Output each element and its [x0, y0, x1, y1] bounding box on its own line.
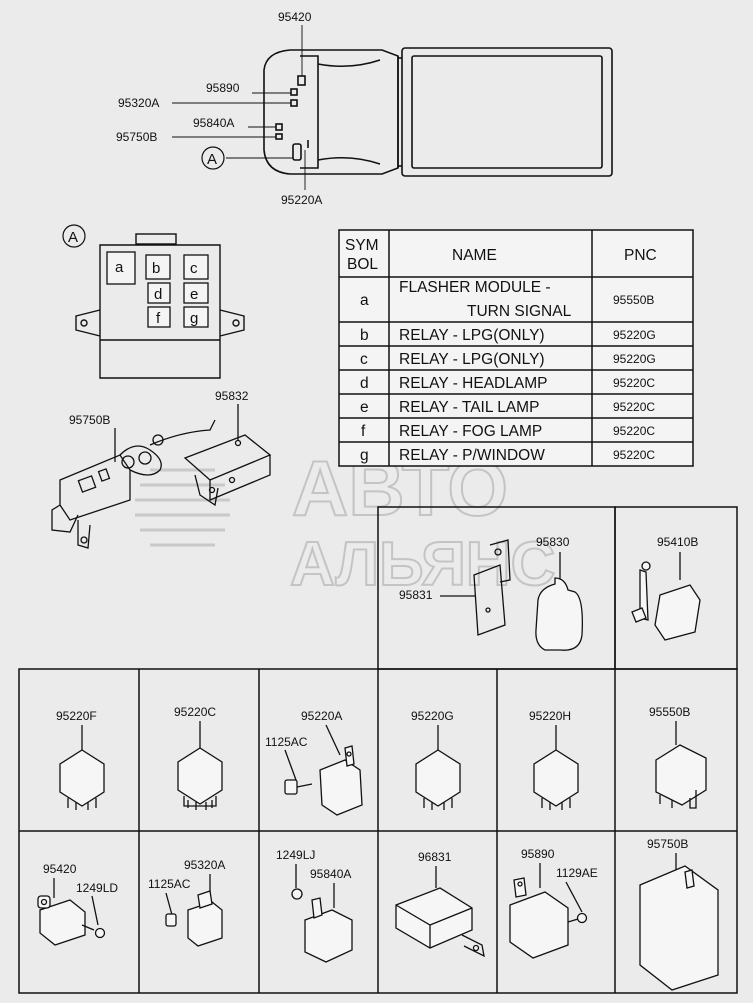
table-row-a-name-2: TURN SIGNAL: [467, 303, 572, 320]
relay-95890-drawing: [509, 863, 588, 959]
relay-95220h-drawing: [533, 725, 579, 810]
callout-95220g: 95220G: [411, 709, 454, 723]
relay-95550b-drawing: [655, 721, 707, 809]
callout-95830: 95830: [536, 535, 570, 549]
callout-95410b: 95410B: [657, 535, 698, 549]
callout-mid-95832: 95832: [215, 389, 249, 403]
watermark-line2: АЛЬЯНС: [290, 530, 555, 599]
table-row-e-name: RELAY - TAIL LAMP: [399, 399, 539, 416]
symbol-table: [338, 229, 694, 467]
callout-95220a: 95220A: [301, 709, 342, 723]
table-row-e-symbol: e: [360, 399, 369, 416]
slot-a-box: [106, 251, 136, 285]
watermark: АВТО АЛЬЯНС: [135, 443, 556, 600]
slot-d-box: [147, 282, 171, 304]
table-row-c-pnc: 95220G: [613, 352, 656, 366]
callout-1249lj: 1249LJ: [276, 848, 315, 862]
table-row-d-name: RELAY - HEADLAMP: [399, 375, 547, 392]
relay-95220c-drawing: [177, 721, 223, 810]
slot-g-label: g: [190, 310, 198, 327]
callout-96831: 96831: [418, 850, 452, 864]
relay-95420-drawing: [37, 878, 106, 946]
table-row-f-pnc: 95220C: [613, 424, 655, 438]
slot-f-label: f: [156, 310, 161, 327]
callout-95320a-row2: 95320A: [184, 858, 225, 872]
callout-1125ac-row2: 1125AC: [148, 877, 191, 891]
callout-95220a: 95220A: [281, 193, 322, 207]
slot-b-label: b: [152, 260, 160, 277]
watermark-logo: [135, 468, 230, 547]
relay-95220f-drawing: [59, 725, 105, 810]
table-row-b-name: RELAY - LPG(ONLY): [399, 327, 545, 344]
table-header-symbol-2: BOL: [347, 256, 378, 273]
callout-1249ld: 1249LD: [76, 881, 118, 895]
relay-95840a-drawing: [291, 864, 353, 963]
callout-95890-row2: 95890: [521, 847, 555, 861]
table-header-symbol-1: SYM: [345, 237, 379, 254]
table-header-pnc: PNC: [624, 247, 657, 264]
table-row-g-pnc: 95220C: [613, 448, 655, 462]
callout-95750b: 95750B: [116, 130, 157, 144]
callout-1125ac-row1: 1125AC: [265, 735, 308, 749]
relay-95410b-drawing: [631, 552, 701, 641]
relay-slots: [106, 251, 209, 328]
relay-95830-drawing: [535, 552, 583, 651]
table-row-f-name: RELAY - FOG LAMP: [399, 423, 542, 440]
table-row-a-symbol: a: [360, 292, 369, 309]
table-row-d-pnc: 95220C: [613, 376, 655, 390]
callout-95220c: 95220C: [174, 705, 216, 719]
slot-c-box: [183, 254, 209, 280]
callout-95840a-row2: 95840A: [310, 867, 351, 881]
callout-95320a: 95320A: [118, 96, 159, 110]
vehicle-leaders: [172, 25, 306, 190]
table-row-a-name-1: FLASHER MODULE -: [399, 279, 551, 296]
table-row-a-pnc: 95550B: [613, 293, 654, 307]
table-header-name: NAME: [452, 247, 497, 264]
marker-a-circle: [201, 146, 225, 170]
table-row-c-name: RELAY - LPG(ONLY): [399, 351, 545, 368]
parts-grid: [18, 506, 738, 994]
callout-95420-row2: 95420: [43, 862, 77, 876]
slot-a-label: a: [115, 259, 124, 276]
callout-95420: 95420: [278, 10, 312, 24]
callout-95550b: 95550B: [649, 705, 690, 719]
vehicle-outline: [263, 47, 613, 177]
table-row-c-symbol: c: [360, 351, 368, 368]
relay-box-drawing: [75, 233, 245, 379]
table-row-b-symbol: b: [360, 327, 369, 344]
slot-f-box: [147, 306, 171, 328]
detail-a-marker: A: [68, 229, 78, 246]
relay-95220a-drawing: [284, 724, 363, 816]
callout-95831: 95831: [399, 588, 433, 602]
callout-95220f: 95220F: [56, 709, 97, 723]
callout-95890: 95890: [206, 81, 240, 95]
slot-c-label: c: [190, 260, 198, 277]
relay-95320a-drawing: [165, 874, 223, 947]
detail-a-circle: [62, 224, 86, 248]
marker-a: A: [207, 151, 217, 168]
table-row-d-symbol: d: [360, 375, 369, 392]
callout-1129ae: 1129AE: [556, 866, 598, 880]
table-row-e-pnc: 95220C: [613, 400, 655, 414]
table-row-g-symbol: g: [360, 447, 369, 464]
table-row-g-name: RELAY - P/WINDOW: [399, 447, 545, 464]
slot-d-label: d: [154, 286, 162, 303]
slot-e-label: e: [190, 286, 198, 303]
callout-95750b-row2: 95750B: [647, 837, 688, 851]
callout-mid-95750b: 95750B: [69, 413, 110, 427]
callout-95840a: 95840A: [193, 116, 234, 130]
relay-95220g-drawing: [415, 725, 461, 810]
slot-g-box: [183, 306, 209, 328]
table-row-b-pnc: 95220G: [613, 328, 656, 342]
callout-95220h: 95220H: [529, 709, 571, 723]
flasher-bracket-drawing: [51, 404, 272, 549]
bracket-95831-drawing: [440, 539, 511, 636]
slot-e-box: [183, 282, 209, 304]
slot-b-box: [145, 254, 171, 280]
module-96831-drawing: [395, 866, 485, 958]
table-row-f-symbol: f: [361, 423, 366, 440]
module-95750b-drawing: [639, 853, 719, 991]
